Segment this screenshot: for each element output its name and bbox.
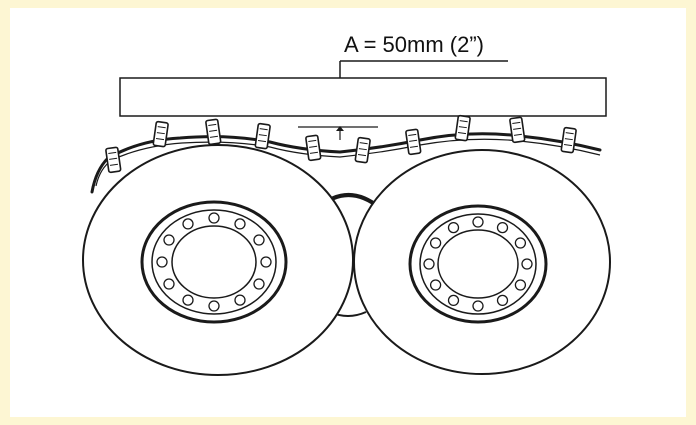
hub-bolt-hole	[472, 216, 484, 228]
chain-link-detail	[209, 135, 218, 138]
chain-link-detail	[258, 134, 267, 137]
chain-cross-link	[509, 116, 526, 144]
chain-cross-link	[105, 146, 122, 174]
chain-link-detail	[309, 151, 318, 154]
hub-bolt-hole	[163, 234, 175, 246]
chain-link-detail	[457, 132, 467, 135]
chain-link-detail	[359, 142, 368, 145]
chain-link-detail	[409, 145, 418, 148]
hub-bolt-hole	[234, 294, 246, 306]
chain-cross-link	[354, 136, 371, 164]
hub-bolt-hole	[521, 258, 533, 270]
hub-bolt-hole	[496, 221, 509, 234]
chain-cross-link	[305, 134, 322, 162]
hub-bolt-hole	[496, 294, 509, 307]
hub-bolt-hole	[447, 294, 460, 307]
chain-link-detail	[109, 163, 118, 166]
chain-link-detail	[157, 126, 166, 129]
hub-bolt-hole	[429, 237, 442, 249]
chain-cross-link	[560, 126, 577, 154]
right-tire	[353, 149, 611, 375]
hub-bolt-hole	[208, 212, 220, 224]
chain-cross-link	[454, 114, 471, 142]
chain-cross-link	[205, 118, 222, 146]
hub-bolt-hole	[234, 218, 246, 230]
chain-cross-link	[405, 128, 422, 156]
tire-chain	[90, 114, 602, 194]
hub-bolt-hole	[514, 237, 527, 249]
chain-link-detail	[208, 123, 217, 126]
gap-arrow-up	[336, 126, 344, 131]
chain-link-detail	[409, 139, 418, 142]
straight-edge-bar	[119, 77, 607, 117]
hub-bolt-hole	[182, 294, 194, 306]
hub-bolt-hole	[208, 300, 220, 312]
chain-link-detail	[564, 138, 573, 141]
hub-bolt-hole	[472, 300, 484, 312]
chain-link-detail	[109, 157, 118, 160]
right-hub-bolts	[423, 216, 533, 312]
chain-link-detail	[156, 132, 165, 135]
chain-link-detail	[458, 126, 467, 129]
dimension-label: A = 50mm (2”)	[344, 32, 484, 57]
chain-link-detail	[155, 138, 165, 141]
hub-bolt-hole	[182, 218, 194, 230]
left-tire	[82, 144, 354, 376]
chain-link-detail	[563, 144, 573, 147]
chain-link-detail	[257, 140, 267, 143]
chain-link-detail	[512, 121, 521, 124]
hub-bolt-hole	[156, 256, 168, 268]
chain-link-detail	[408, 133, 417, 136]
chain-link-detail	[358, 148, 367, 151]
chain-link-detail	[308, 139, 317, 142]
hub-bolt-hole	[260, 256, 272, 268]
chain-link-detail	[565, 132, 574, 135]
hub-bolt-hole	[423, 258, 435, 270]
hub-bolt-hole	[514, 279, 527, 291]
chain-link-detail	[357, 154, 367, 157]
left-hub-bolts	[156, 212, 272, 312]
chain-link-detail	[513, 133, 522, 136]
chain-link-detail	[259, 128, 268, 131]
hub-bolt-hole	[163, 278, 175, 290]
hub-bolt-hole	[253, 234, 265, 246]
hub-bolt-hole	[429, 279, 442, 291]
hub-bolt-hole	[253, 278, 265, 290]
chain-link-detail	[309, 145, 318, 148]
chain-link-detail	[459, 120, 468, 123]
chain-link-detail	[209, 129, 218, 132]
chain-link-detail	[108, 151, 117, 154]
chain-cross-link	[254, 122, 271, 150]
chain-link-detail	[513, 127, 522, 130]
hub-bolt-hole	[447, 221, 460, 234]
chain-cross-link	[152, 120, 169, 148]
